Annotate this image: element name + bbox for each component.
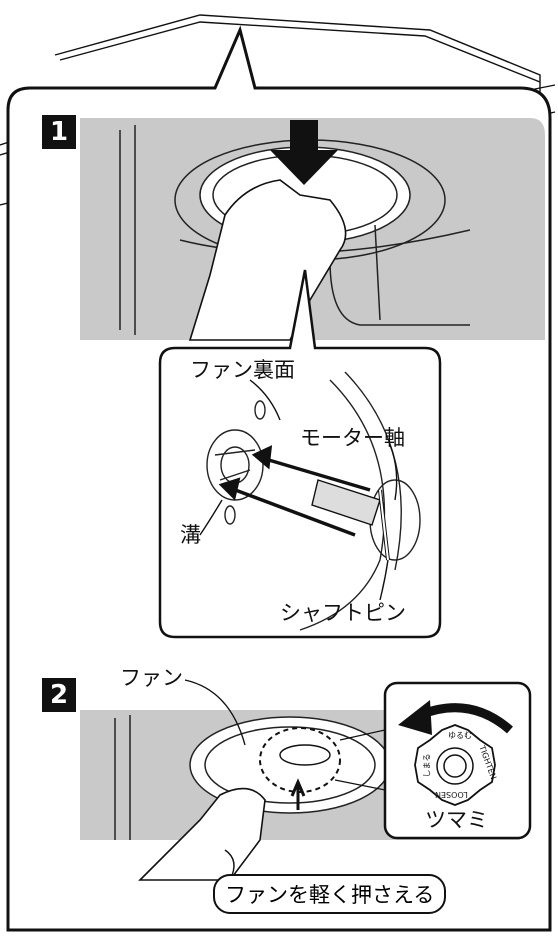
zoom-callout	[158, 269, 442, 639]
push-down-arrow-icon	[270, 120, 338, 185]
step-1-badge: 1	[42, 115, 76, 149]
step2-glove-hand	[138, 787, 266, 881]
step-2-badge: 2	[42, 678, 76, 712]
knob-tighten-jp-text: しまる	[422, 753, 432, 778]
leader-lines	[199, 379, 398, 601]
groove-label: 溝	[180, 523, 201, 547]
shaft-pin-label: シャフトピン	[280, 601, 406, 625]
press-fan-label: ファンを軽く押さえる	[213, 874, 447, 914]
knob-loosen-jp-text: ゆるむ	[448, 731, 472, 740]
motor-shaft-cylinder	[311, 479, 390, 561]
fan-back-label: ファン裏面	[190, 358, 295, 382]
knob-label: ツマミ	[425, 808, 488, 832]
knob-loosen-en-text: LOOSEN	[435, 790, 468, 799]
rotate-arrowhead-icon	[398, 700, 432, 735]
fan-leader-line	[184, 679, 246, 746]
fan-label: ファン	[120, 666, 183, 690]
knob-face	[414, 724, 496, 806]
motor-shaft-label: モーター軸	[300, 426, 405, 450]
knob-inset-connector	[334, 729, 386, 791]
fan-knob-dashed-circle	[259, 727, 341, 810]
insert-arrows	[218, 445, 371, 537]
